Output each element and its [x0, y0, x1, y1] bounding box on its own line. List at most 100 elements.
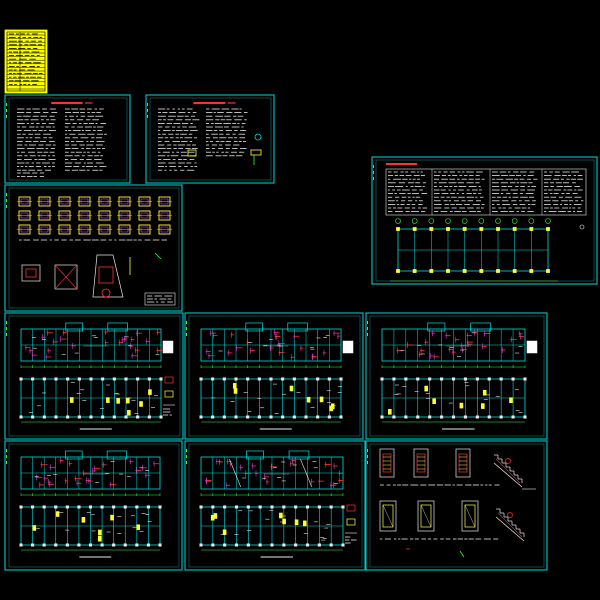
cad-rect [222, 529, 227, 536]
cad-rect [6, 31, 46, 92]
cad-rect [107, 322, 128, 332]
cad-rect [329, 543, 333, 547]
cad-rect [413, 448, 429, 478]
cad-rect [139, 401, 143, 407]
sheet-stair-details [365, 440, 548, 571]
cad-rect [31, 415, 35, 419]
axis-bubble [445, 218, 451, 224]
cad-rect [463, 415, 467, 419]
cad-rect [459, 402, 464, 409]
cad-rect [380, 377, 384, 381]
cad-line [300, 458, 313, 488]
cad-rect [146, 505, 150, 509]
cad-rect [65, 322, 83, 332]
cad-rect [526, 340, 538, 354]
cad-rect [100, 543, 104, 547]
cad-rect [31, 543, 35, 547]
cad-rect [159, 415, 163, 419]
cad-rect [144, 292, 176, 306]
cad-rect [162, 340, 174, 354]
cad-rect [303, 520, 307, 527]
cad-rect [388, 409, 392, 415]
sheet-floor-plan-2 [184, 312, 364, 440]
cad-line [464, 504, 476, 528]
cad-rect [77, 543, 81, 547]
cad-rect [106, 450, 127, 460]
cad-rect [294, 505, 298, 509]
cad-rect [529, 227, 534, 231]
cad-rect [305, 505, 310, 509]
cad-rect [396, 227, 400, 231]
cad-rect [512, 269, 517, 273]
cad-rect [145, 94, 275, 184]
cad-rect [512, 227, 517, 231]
cad-rect [4, 184, 183, 312]
cad-rect [101, 377, 105, 381]
cad-rect [147, 415, 151, 419]
cad-rect [19, 543, 23, 547]
cad-rect [475, 415, 479, 419]
cad-rect [4, 94, 131, 184]
cad-rect [222, 415, 226, 419]
cad-rect [412, 269, 417, 273]
cad-rect [136, 377, 140, 381]
cad-rect [232, 383, 237, 389]
cad-rect [451, 415, 456, 419]
cad-rect [282, 518, 286, 525]
cad-rect [428, 377, 432, 381]
sheet-foundation-details [4, 184, 183, 312]
cad-line [54, 264, 78, 290]
pit-outline [92, 254, 124, 298]
cad-rect [258, 505, 262, 509]
cad-rect [392, 415, 396, 419]
cad-rect [112, 377, 116, 381]
cad-rect [136, 415, 140, 419]
cad-rect [19, 377, 23, 381]
cad-rect [4, 312, 184, 440]
sheet-column-schedule [371, 156, 598, 285]
cad-rect [97, 535, 102, 542]
cad-rect [511, 415, 515, 419]
cad-rect [112, 505, 116, 509]
cad-rect [416, 415, 420, 419]
cad-rect [462, 269, 467, 273]
cad-rect [69, 397, 74, 403]
cad-rect [42, 505, 46, 509]
axis-bubble [395, 218, 401, 224]
cad-rect [246, 377, 250, 381]
axis-bubble [478, 218, 485, 224]
cad-rect [396, 269, 400, 273]
cad-rect [188, 315, 361, 437]
sheet-floor-plan-3 [365, 312, 548, 440]
cad-rect [292, 377, 296, 381]
cad-rect [451, 377, 456, 381]
cad-rect [164, 376, 174, 384]
cad-rect [292, 415, 296, 419]
cad-rect [487, 377, 491, 381]
cad-rect [305, 543, 310, 547]
cad-rect [149, 97, 272, 181]
cad-rect [112, 415, 116, 419]
cad-rect [147, 377, 151, 381]
cad-rect [342, 340, 354, 354]
cad-rect [66, 377, 70, 381]
axis-bubble [511, 218, 518, 224]
cad-rect [341, 505, 345, 509]
cad-rect [546, 227, 550, 231]
cad-rect [306, 396, 311, 403]
cad-rect [380, 415, 384, 419]
cad-rect [424, 385, 429, 392]
cad-rect [429, 227, 434, 231]
cad-rect [294, 519, 299, 526]
cad-rect [146, 543, 150, 547]
cad-rect [329, 505, 333, 509]
cad-rect [339, 377, 343, 381]
detail-mark [505, 458, 511, 464]
cad-rect [279, 512, 283, 519]
cad-rect [213, 513, 218, 519]
cad-rect [429, 269, 434, 273]
cad-rect [66, 415, 70, 419]
cad-rect [250, 149, 262, 156]
cad-rect [346, 504, 356, 512]
